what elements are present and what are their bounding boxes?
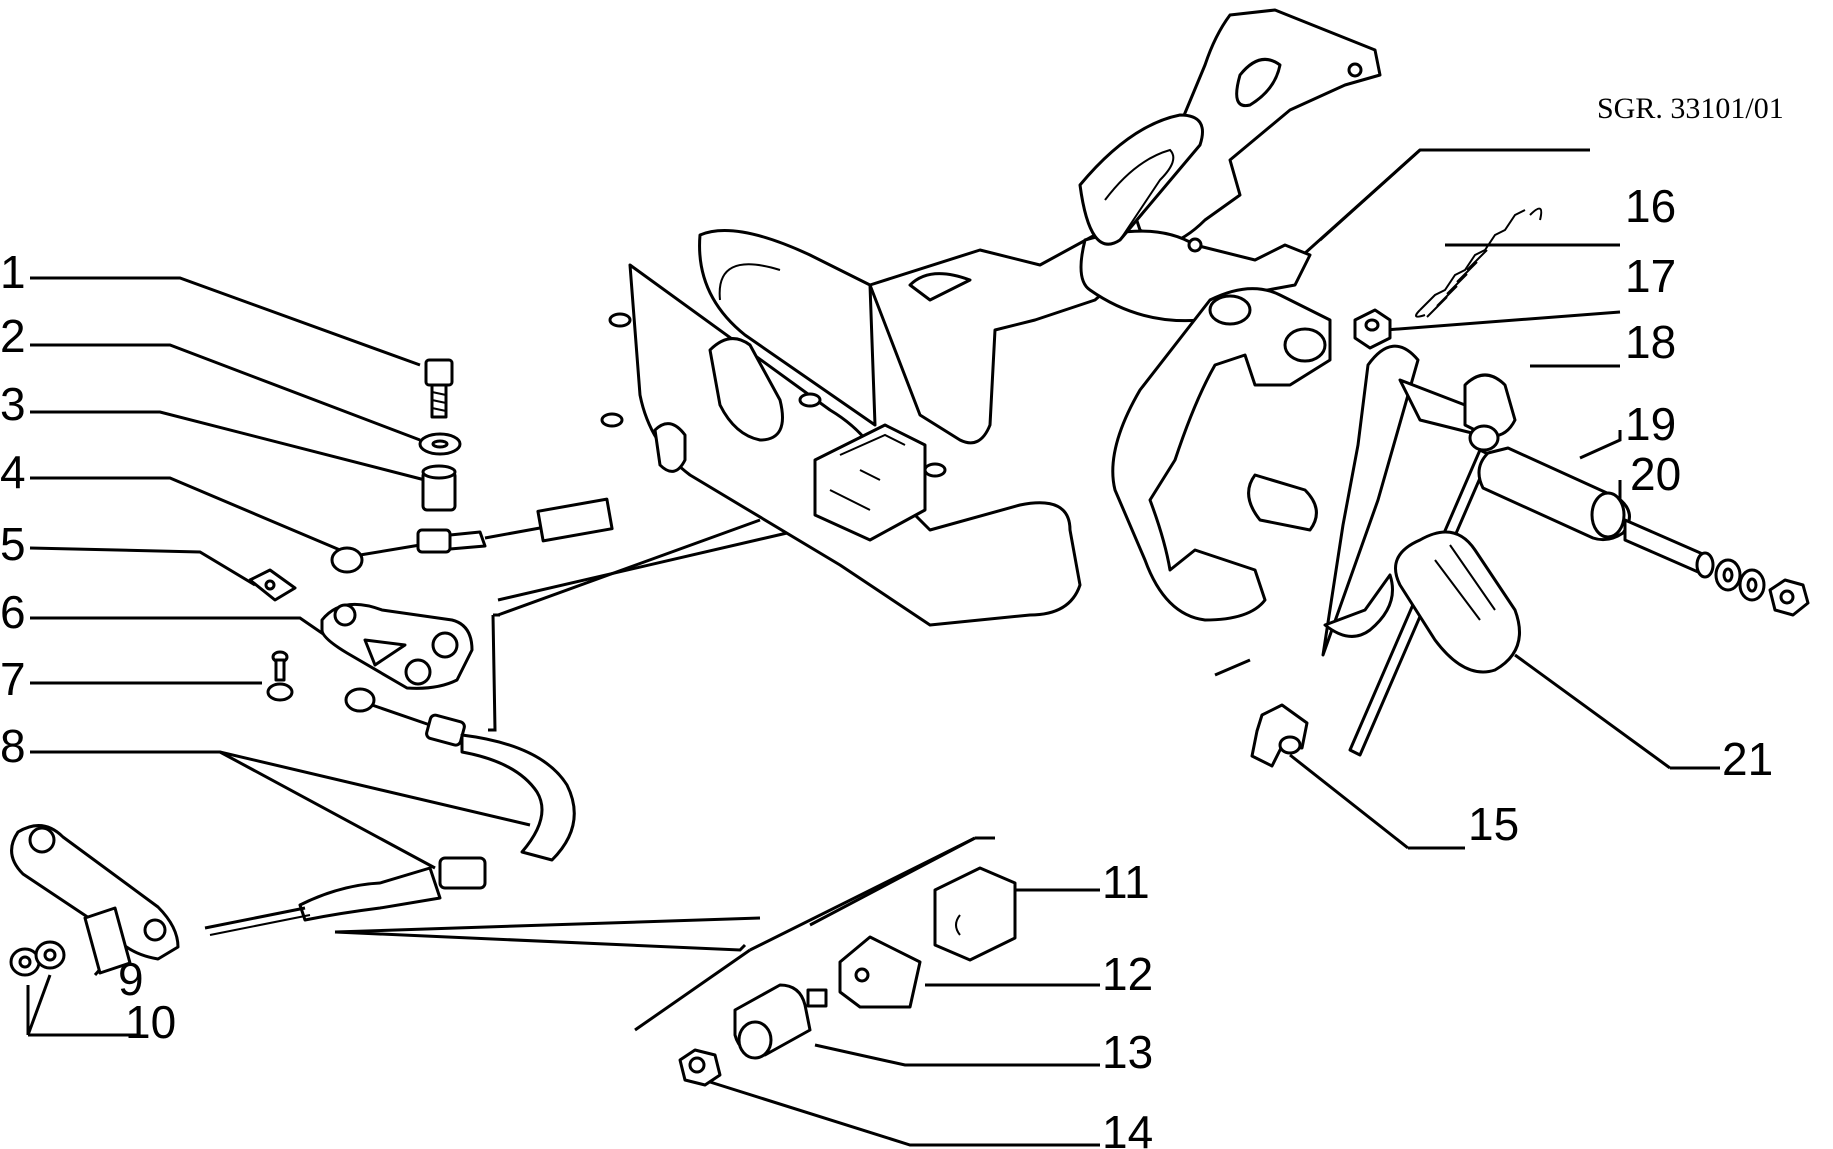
part-pedal-box	[600, 229, 1082, 627]
part-bushing	[421, 464, 457, 512]
callout-1: 1	[0, 246, 26, 298]
callout-21: 21	[1722, 733, 1773, 785]
part-spring	[1415, 207, 1543, 318]
callout-19: 19	[1625, 398, 1676, 450]
leader-lines	[26, 148, 1720, 1147]
part-clutch-cable	[204, 687, 576, 936]
part-lever-plate	[320, 602, 474, 690]
callout-14: 14	[1102, 1106, 1153, 1149]
part-arm	[10, 824, 180, 961]
callout-12: 12	[1102, 948, 1153, 1000]
callout-15: 15	[1468, 798, 1519, 850]
callout-5: 5	[0, 518, 26, 570]
part-nut	[678, 1048, 722, 1087]
part-cable-sensor	[330, 497, 614, 574]
callout-7: 7	[0, 653, 26, 705]
callout-16: 16	[1625, 180, 1676, 232]
callout-17: 17	[1625, 250, 1676, 302]
part-pedal-clip	[1250, 703, 1309, 768]
callout-18: 18	[1625, 316, 1676, 368]
callout-13: 13	[1102, 1026, 1153, 1078]
callout-9: 9	[118, 953, 144, 1005]
part-small-nut	[1353, 308, 1392, 350]
callout-3: 3	[0, 378, 26, 430]
part-washers-nut	[1714, 558, 1810, 617]
part-clip	[248, 568, 297, 602]
callout-8: 8	[0, 720, 26, 772]
part-tube	[1623, 518, 1715, 579]
part-upper-bracket	[1078, 8, 1382, 323]
part-washer-split	[418, 432, 462, 456]
callout-20: 20	[1630, 448, 1681, 500]
part-sleeve	[1477, 446, 1631, 542]
callout-numbers: 1 2 3 4 5 6 7 8 9 10 11 12 13 14 15 16 1…	[0, 180, 1773, 1149]
part-rubber-block	[933, 866, 1017, 962]
callout-4: 4	[0, 446, 26, 498]
callout-6: 6	[0, 586, 26, 638]
part-nuts	[9, 940, 66, 977]
callout-11: 11	[1102, 856, 1150, 908]
part-cylinder	[733, 983, 828, 1060]
part-bracket	[838, 935, 922, 1009]
callout-2: 2	[0, 310, 26, 362]
part-pedal-pad	[1323, 530, 1521, 674]
callout-10: 10	[125, 996, 176, 1048]
part-pin	[266, 650, 294, 702]
part-retainer	[83, 906, 132, 975]
reference-code: SGR. 33101/01	[1597, 92, 1784, 125]
part-pedal-arm-left	[1111, 287, 1332, 622]
part-bolt	[424, 358, 454, 419]
